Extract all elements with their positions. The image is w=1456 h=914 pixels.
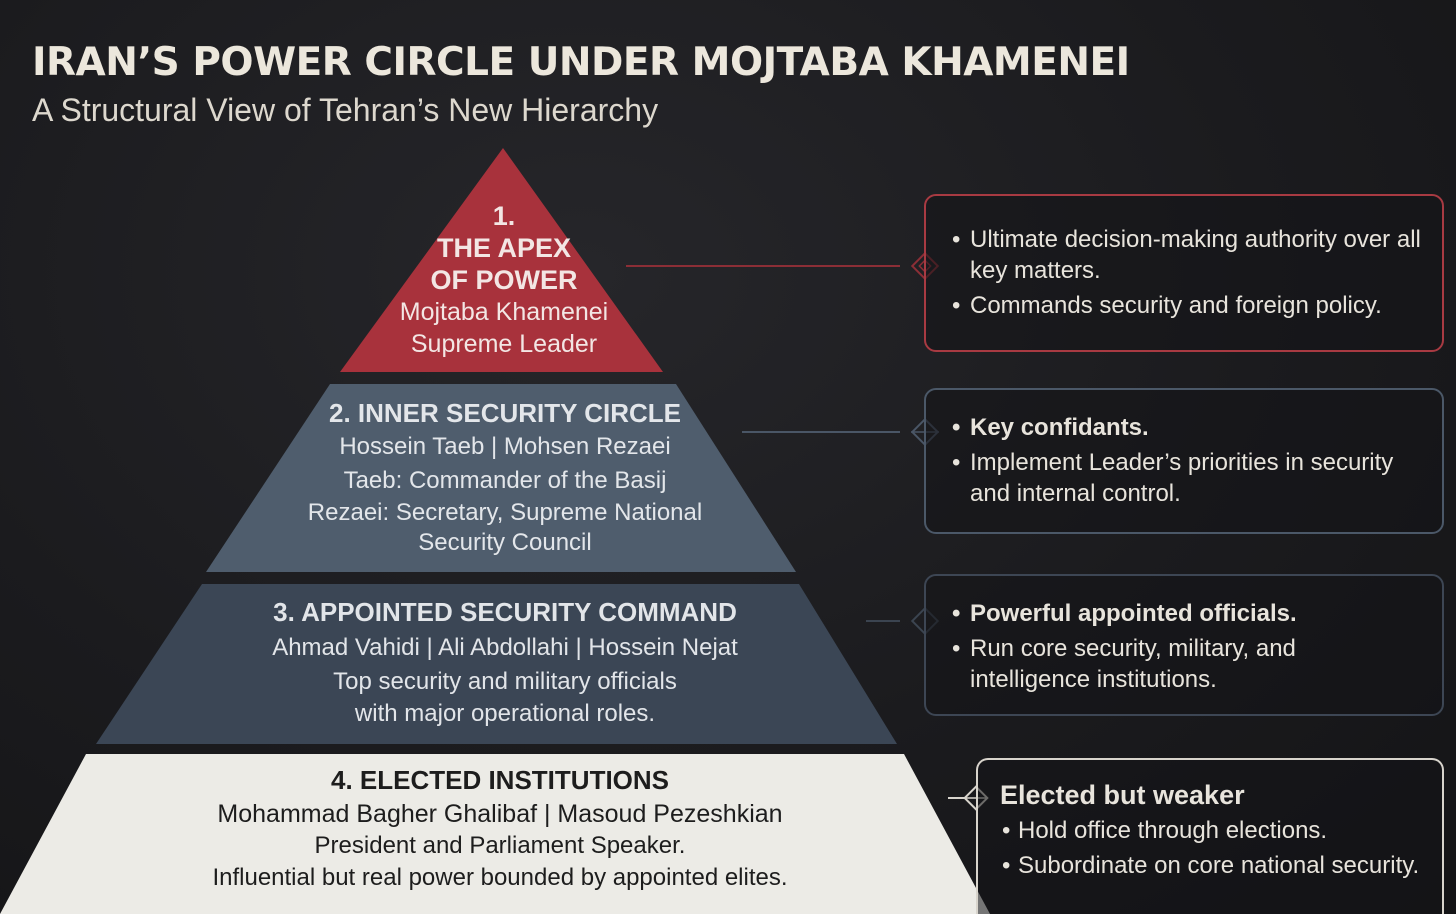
tier-inner-security-role-2: Rezaei: Secretary, Supreme National: [307, 499, 703, 526]
tier-apex-heading-line-2: OF POWER: [430, 265, 578, 295]
tier-apex-text: 1. THE APEX OF POWER Mojtaba Khamenei Su…: [354, 200, 654, 360]
tier-elected-institutions-names: Mohammad Bagher Ghalibaf | Masoud Pezesh…: [217, 800, 783, 828]
callout-inner-security-bullet-1: Key confidants.: [952, 412, 1422, 443]
tier-inner-security-role-1: Taeb: Commander of the Basij: [343, 467, 667, 494]
tier-appointed-command-role-1: Top security and military officials: [333, 668, 677, 695]
callout-appointed-command-bullet-1: Powerful appointed officials.: [952, 598, 1422, 629]
tier-apex-role: Supreme Leader: [410, 330, 598, 358]
callout-elected-bullet-1: Hold office through elections.: [1002, 815, 1432, 846]
tier-inner-security-shape: [206, 384, 796, 572]
page-subtitle: A Structural View of Tehran’s New Hierar…: [32, 92, 659, 128]
tier-elected-institutions-role-1: President and Parliament Speaker.: [314, 832, 686, 859]
tier-inner-security-heading: 2. INNER SECURITY CIRCLE: [328, 398, 681, 428]
callout-appointed-command: Powerful appointed officials. Run core s…: [924, 574, 1444, 716]
tier-elected-institutions-heading: 4. ELECTED INSTITUTIONS: [330, 765, 670, 795]
page-title: IRAN’S POWER CIRCLE UNDER MOJTABA KHAMEN…: [32, 40, 1130, 85]
callout-inner-security: Key confidants. Implement Leader’s prior…: [924, 388, 1444, 534]
callout-apex: Ultimate decision-making authority over …: [924, 194, 1444, 352]
callout-appointed-command-bullet-2: Run core security, military, and intelli…: [952, 633, 1422, 695]
tier-elected-institutions-text: 4. ELECTED INSTITUTIONS Mohammad Bagher …: [100, 764, 900, 894]
tier-apex-heading-line-1: THE APEX: [436, 233, 572, 263]
callout-apex-bullet-1: Ultimate decision-making authority over …: [952, 224, 1422, 286]
tier-elected-institutions-role-2: Influential but real power bounded by ap…: [212, 864, 788, 891]
callout-inner-security-bullet-2: Implement Leader’s priorities in securit…: [952, 447, 1422, 509]
tier-apex-names: Mojtaba Khamenei: [399, 298, 609, 326]
tier-appointed-command-text: 3. APPOINTED SECURITY COMMAND Ahmad Vahi…: [150, 596, 860, 730]
tier-appointed-command-names: Ahmad Vahidi | Ali Abdollahi | Hossein N…: [272, 634, 738, 661]
tier-appointed-command-role-2: with major operational roles.: [354, 700, 656, 727]
tier-inner-security-role-3: Security Council: [418, 529, 592, 556]
callout-elected-heading: Elected but weaker: [1000, 780, 1245, 810]
callout-elected-bullet-2: Subordinate on core national security.: [1002, 850, 1432, 881]
tier-appointed-command-heading: 3. APPOINTED SECURITY COMMAND: [273, 597, 737, 627]
tier-inner-security-text: 2. INNER SECURITY CIRCLE Hossein Taeb | …: [230, 396, 780, 558]
tier-appointed-command-shape: [96, 584, 897, 744]
callout-apex-bullet-2: Commands security and foreign policy.: [952, 290, 1422, 321]
tier-apex-number: 1.: [492, 201, 516, 231]
callout-elected-institutions: Elected but weaker Hold office through e…: [976, 758, 1444, 914]
tier-elected-institutions-shape: [0, 754, 990, 914]
tier-apex-shape: [340, 148, 663, 372]
tier-inner-security-names: Hossein Taeb | Mohsen Rezaei: [339, 433, 671, 460]
